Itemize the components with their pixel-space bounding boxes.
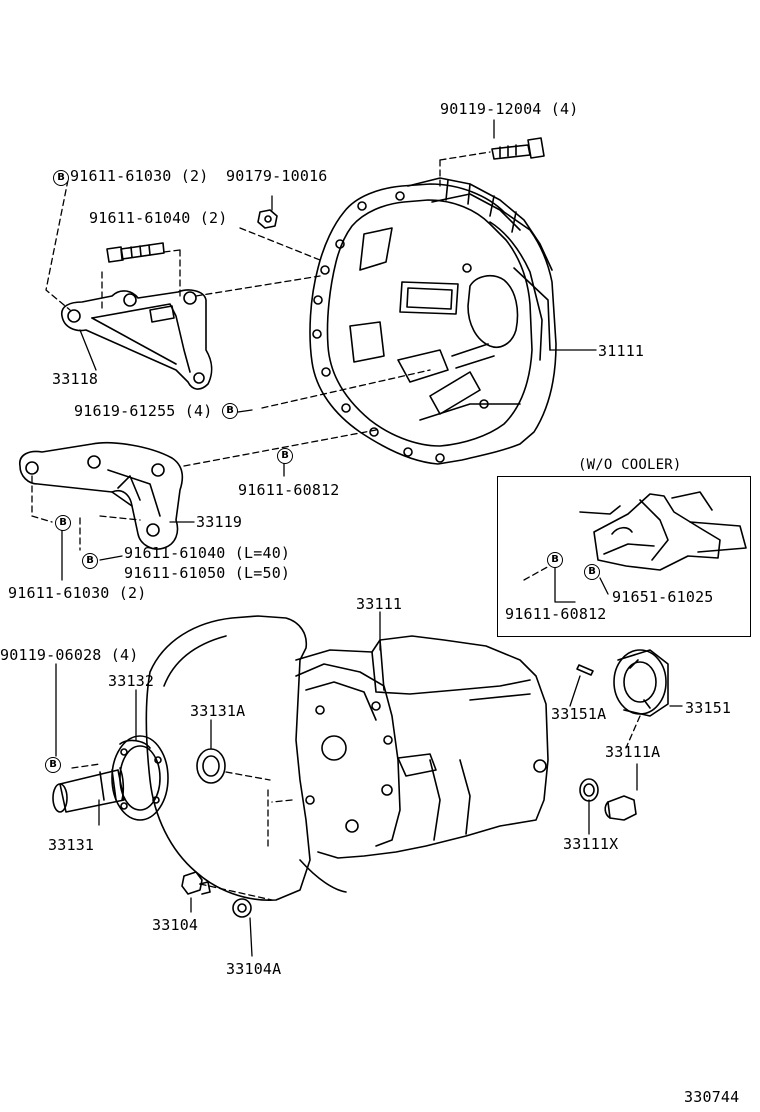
plug-33104-part (181, 871, 211, 895)
label-33104A: 33104A (226, 960, 282, 978)
label-90119-12004: 90119-12004 (4) (440, 100, 579, 118)
label-91611-61040-l40: 91611-61040 (L=40) (124, 544, 291, 562)
bolt-symbol: B (547, 552, 563, 568)
label-33111A: 33111A (605, 743, 661, 761)
bolt-90119-12004-part (491, 137, 545, 160)
bolt-symbol: B (82, 553, 98, 569)
bellhousing-31111-part (309, 177, 557, 465)
dashed-lines (31, 151, 641, 901)
label-90119-06028: 90119-06028 (4) (0, 646, 139, 664)
label-91611-61040-2: 91611-61040 (2) (89, 209, 228, 227)
bracket-33118-part (60, 289, 213, 390)
pin-33151A-part (576, 664, 594, 676)
leader-lines (55, 119, 683, 957)
label-91611-61050-l50: 91611-61050 (L=50) (124, 564, 291, 582)
label-91611-60812-inset: 91611-60812 (505, 605, 607, 623)
plug-33111A-part (604, 795, 637, 821)
gasket-33111X-part (579, 778, 599, 802)
bearing-retainer-33131-part (52, 735, 169, 821)
label-33118: 33118 (52, 370, 99, 388)
label-90179-10016: 90179-10016 (226, 167, 328, 185)
transmission-case-33111-part (145, 615, 549, 901)
label-91619-61255: 91619-61255 (4) (74, 402, 213, 420)
label-33131: 33131 (48, 836, 95, 854)
oil-seal-33131A-part (196, 748, 226, 784)
label-33131A: 33131A (190, 702, 246, 720)
label-33104: 33104 (152, 916, 199, 934)
label-33132: 33132 (108, 672, 155, 690)
label-33111: 33111 (356, 595, 403, 613)
inset-sketch (579, 491, 747, 571)
bolt-91611-61040-part (106, 242, 165, 263)
bolt-symbol: B (584, 564, 600, 580)
gasket-33104A-part (232, 898, 252, 918)
hub-33151-part (613, 649, 669, 717)
nut-90179-10016-part (257, 209, 278, 229)
label-33119: 33119 (196, 513, 243, 531)
bolt-symbol: B (53, 170, 69, 186)
label-91651-61025: 91651-61025 (612, 588, 714, 606)
bracket-33119-part (19, 441, 184, 550)
bolt-symbol: B (55, 515, 71, 531)
inset-title: (W/O COOLER) (578, 457, 682, 473)
inset-box (497, 476, 751, 637)
diagram-id: 330744 (684, 1088, 740, 1106)
label-33111X: 33111X (563, 835, 619, 853)
bolt-symbol: B (277, 448, 293, 464)
label-31111: 31111 (598, 342, 645, 360)
label-91611-61030-bottom: 91611-61030 (2) (8, 584, 147, 602)
bolt-symbol: B (45, 757, 61, 773)
label-33151A: 33151A (551, 705, 607, 723)
label-33151: 33151 (685, 699, 732, 717)
label-91611-61030-top: 91611-61030 (2) (70, 167, 209, 185)
bolt-symbol: B (222, 403, 238, 419)
label-91611-60812: 91611-60812 (238, 481, 340, 499)
